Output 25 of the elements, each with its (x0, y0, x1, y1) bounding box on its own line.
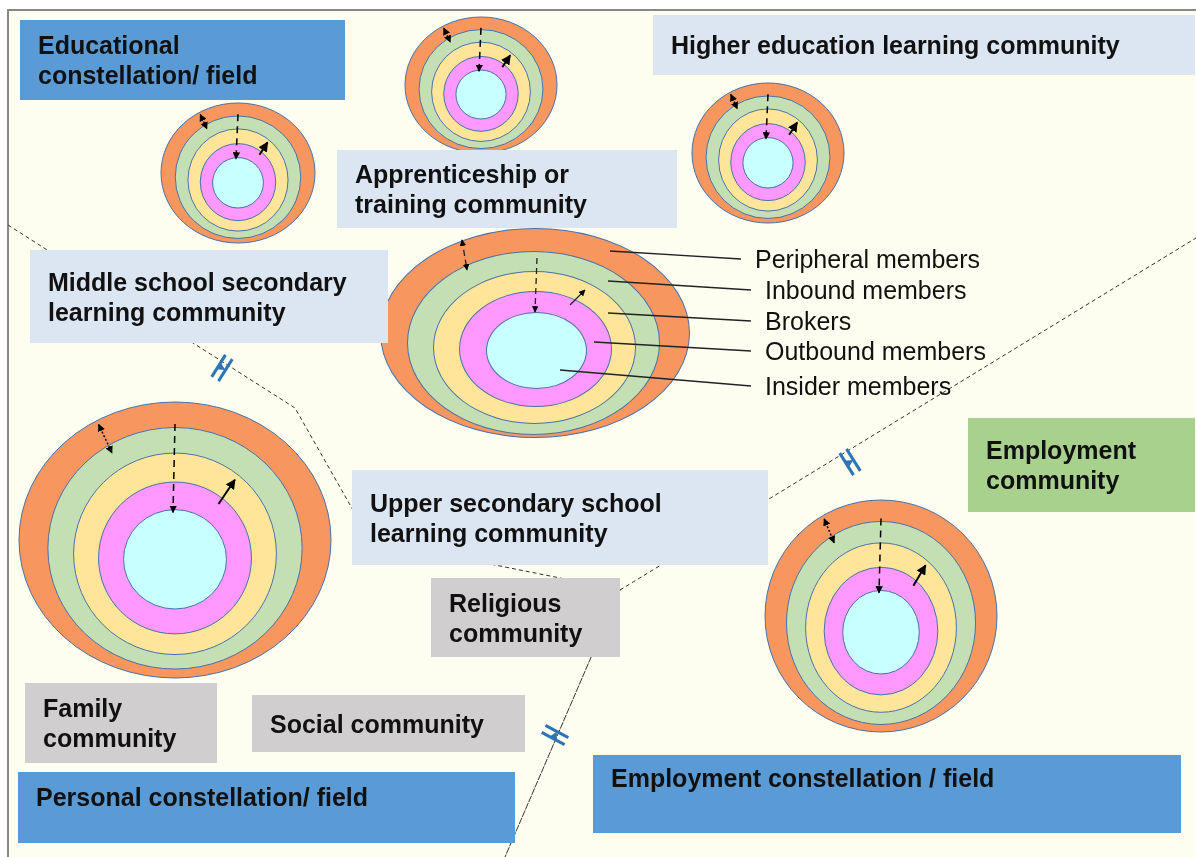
ring-label: Brokers (765, 307, 852, 335)
community-box: Family community (25, 683, 217, 763)
arrow (569, 289, 586, 306)
leader-line (607, 280, 752, 291)
community-box: Social community (252, 695, 525, 752)
ring-label: Peripheral members (755, 245, 981, 273)
community-box: Apprenticeship or training community (337, 150, 677, 228)
ring-label: Inbound members (765, 276, 967, 304)
community-box: Employment community (968, 418, 1195, 512)
community-box: Religious community (431, 578, 620, 657)
leader-line (607, 312, 752, 322)
community-box: Educational constellation/ field (20, 20, 345, 100)
community-box: Personal constellation/ field (18, 772, 515, 843)
community-box: Higher education learning community (653, 15, 1195, 75)
community-box: Upper secondary school learning community (352, 470, 768, 565)
ring-region (459, 291, 612, 407)
ring-label: Insider members (765, 372, 952, 400)
arrow (531, 257, 539, 313)
leader-line (593, 341, 752, 352)
community-box: Middle school secondary learning community (30, 250, 388, 343)
ring-label: Outbound members (765, 337, 986, 365)
leader-line (609, 250, 742, 260)
leader-line (559, 369, 752, 387)
arrow (459, 239, 470, 271)
community-box: Employment constellation / field (593, 755, 1181, 833)
